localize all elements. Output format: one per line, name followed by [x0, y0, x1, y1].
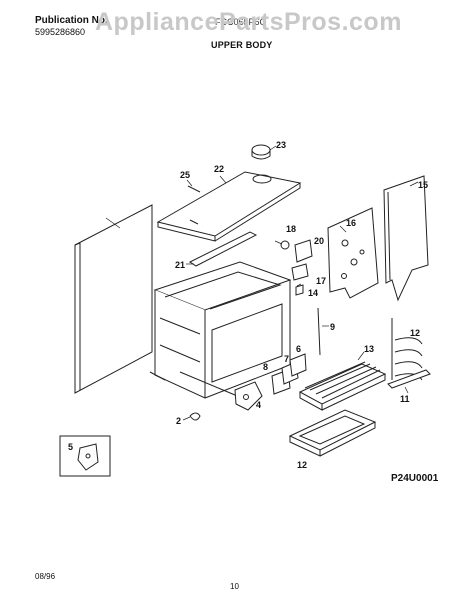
part-label-21: 21 [175, 260, 185, 270]
part-label-5: 5 [68, 442, 73, 452]
part-label-23: 23 [276, 140, 286, 150]
part-label-16: 15 [418, 180, 428, 190]
publication-number: 5995286860 [35, 27, 86, 37]
publication-label: Publication No. [35, 15, 108, 26]
section-title: UPPER BODY [211, 40, 273, 50]
part-label-14: 13 [364, 344, 374, 354]
parts-6-7-8-brackets [271, 353, 307, 395]
part-label-22: 22 [214, 164, 224, 174]
part-label-20: 20 [314, 236, 324, 246]
part-label-11: 11 [400, 394, 410, 404]
page-number: 10 [230, 582, 239, 591]
part-label-4: 4 [256, 400, 261, 410]
diagram-code: P24U0001 [391, 473, 439, 484]
cabinet-body [149, 261, 292, 399]
part-22-top-panel [156, 171, 302, 242]
part-label-17: 16 [346, 218, 356, 228]
part-2-clip [182, 412, 201, 421]
part-5-inset [59, 435, 111, 477]
part-14-rack [298, 351, 387, 411]
part-label-2: 2 [176, 416, 181, 426]
part-label-19: 18 [286, 224, 296, 234]
part-11-bar [387, 369, 431, 394]
part-label-8: 8 [263, 362, 268, 372]
part-9-rod [317, 307, 329, 356]
part-4-bracket [179, 371, 263, 411]
part-label-13: 12 [410, 328, 420, 338]
part-label-6: 6 [296, 344, 301, 354]
footer-date: 08/96 [35, 572, 56, 581]
model-number: FCC065P6C [215, 17, 267, 27]
part-23-cap [251, 144, 277, 160]
part-16-side-panel [383, 175, 429, 302]
part-21-rail [186, 231, 258, 267]
part-label-7: 7 [284, 354, 289, 364]
part-13-coil [391, 318, 423, 381]
part-24-screw [186, 179, 201, 193]
part-label-12: 12 [297, 460, 307, 470]
part-12-tray [288, 409, 377, 457]
part-label-9: 9 [330, 322, 335, 332]
part-label-18: 17 [316, 276, 326, 286]
part-label-15: 14 [308, 288, 318, 298]
parts-15-18-19-20-components [274, 239, 313, 296]
part-17-control-panel [327, 207, 379, 299]
part-25-side-panel [74, 204, 153, 394]
part-label-24: 25 [180, 170, 190, 180]
watermark: AppliancePartsPros.com [95, 8, 402, 36]
